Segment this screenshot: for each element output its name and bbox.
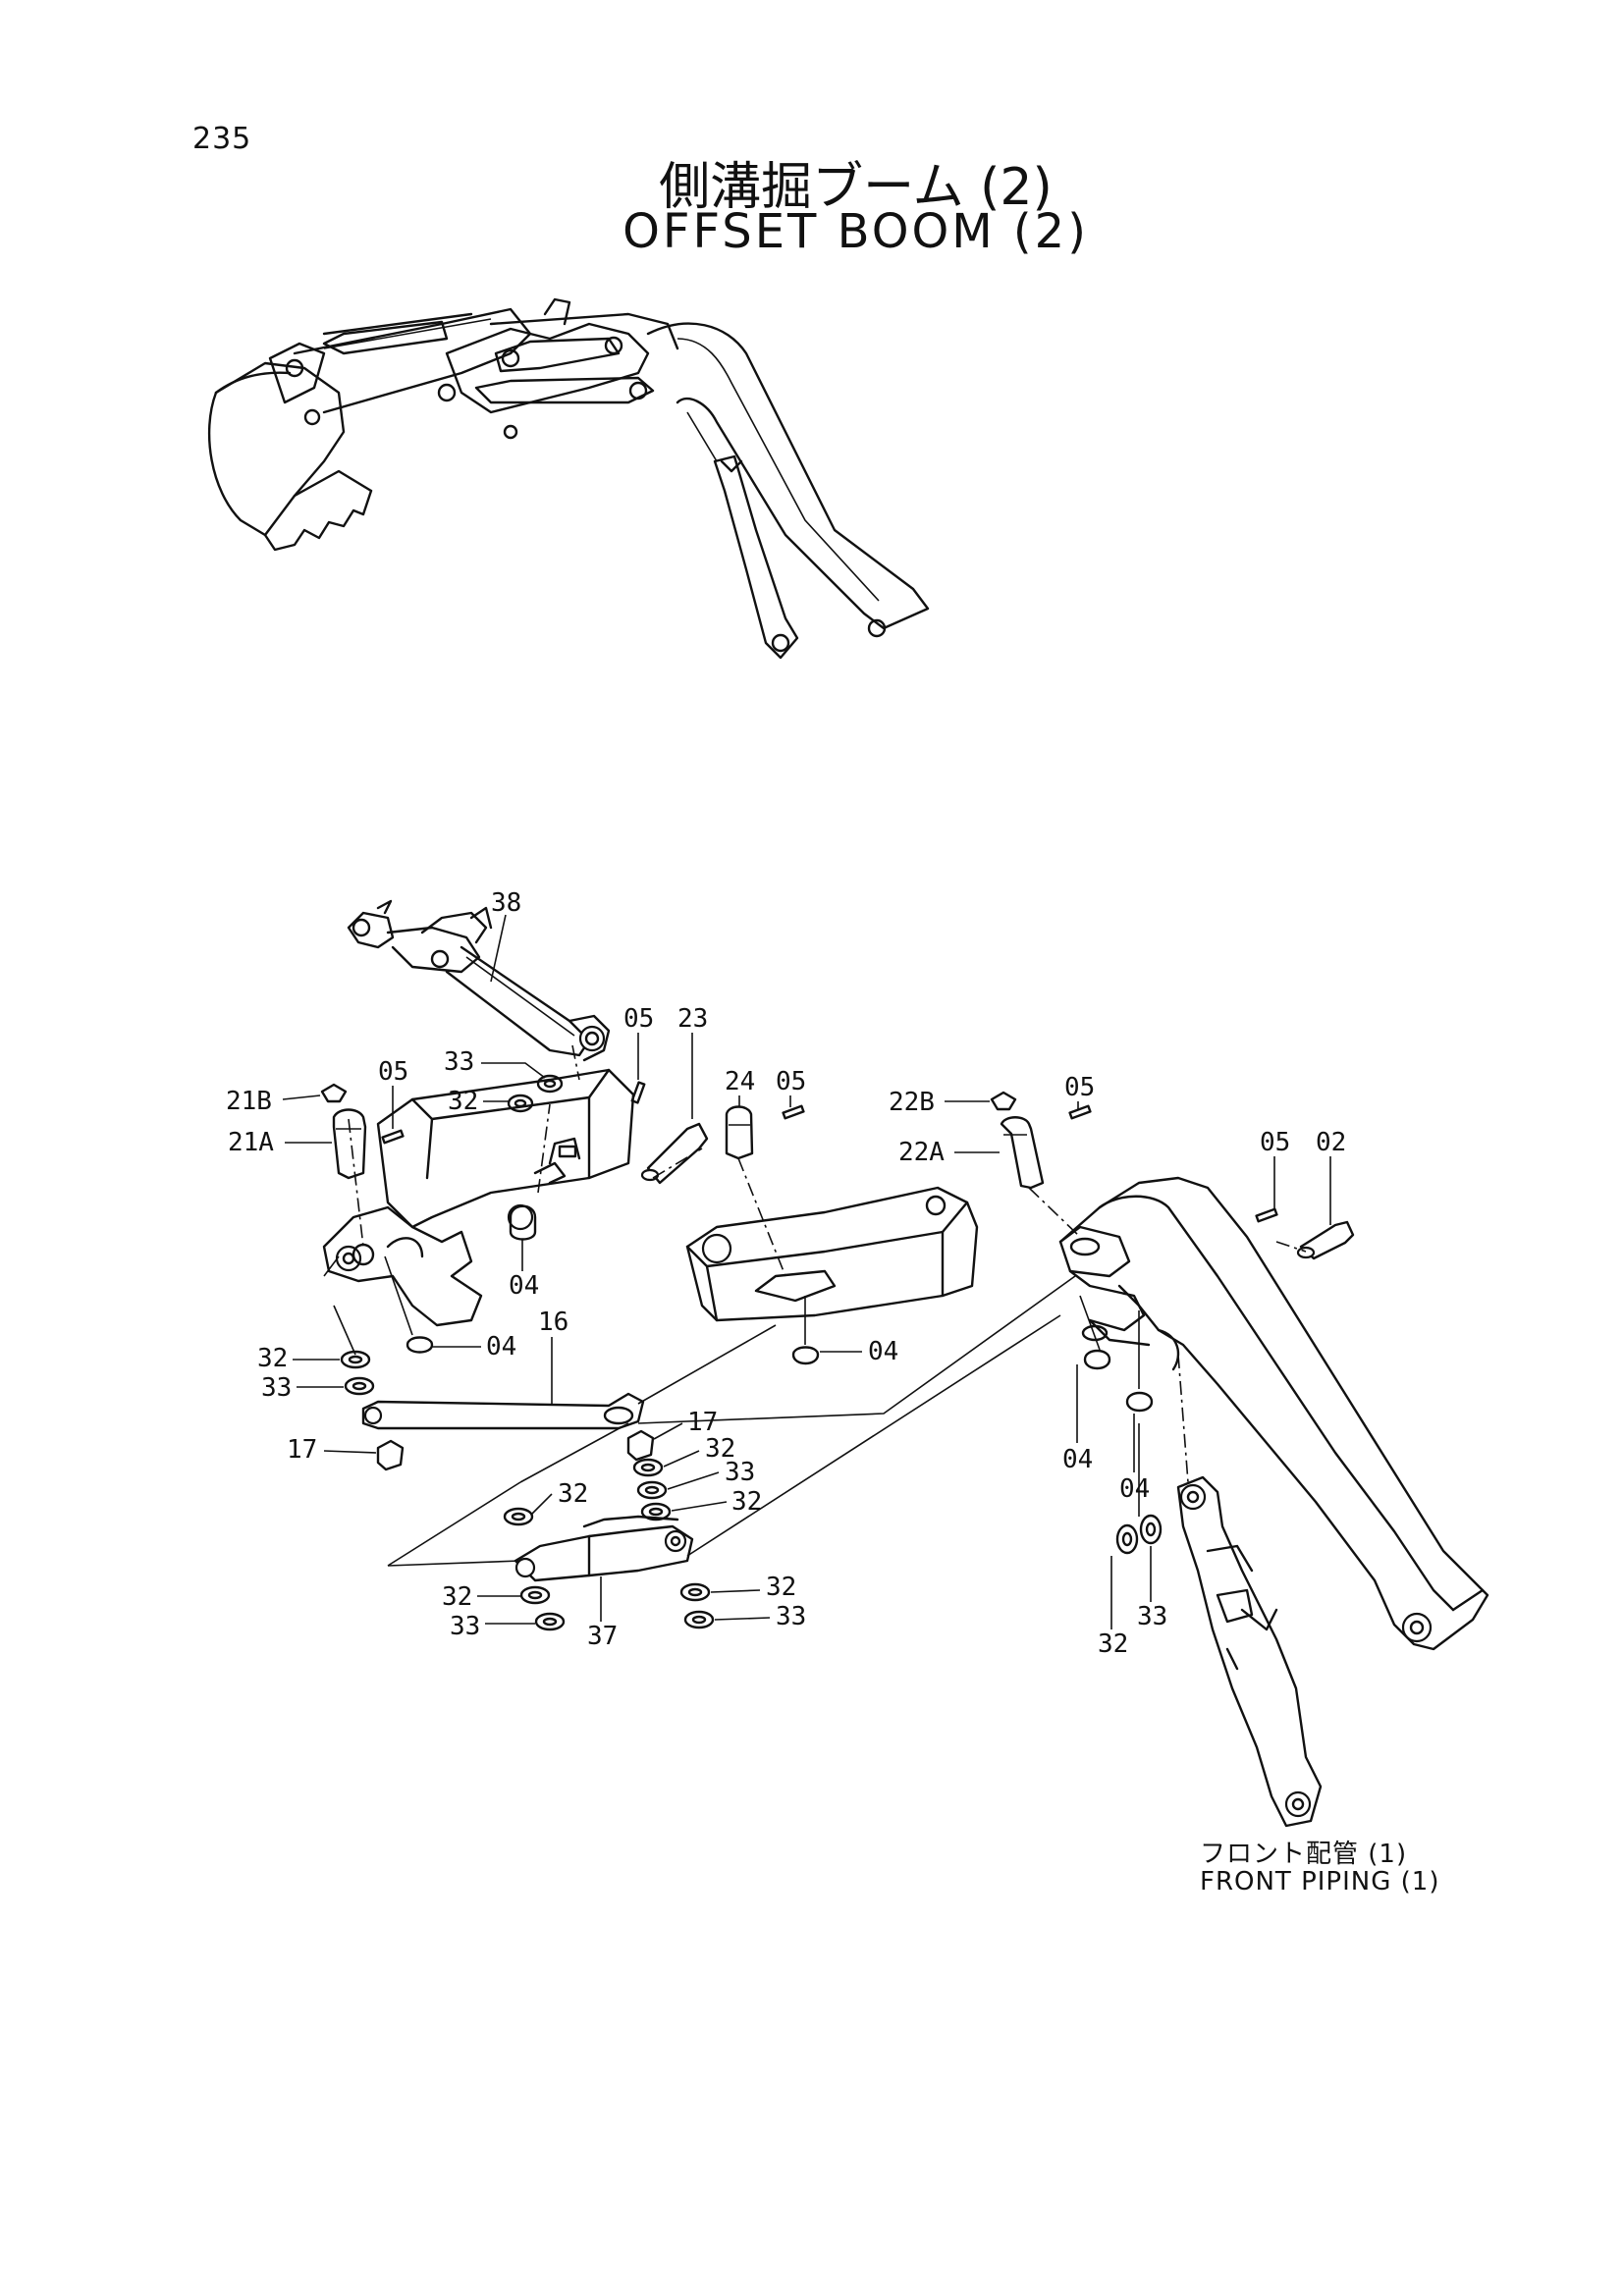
callout-32-upper-37: 32	[558, 1479, 588, 1509]
callout-04-center: 04	[868, 1337, 898, 1366]
page-title-japanese: 側溝掘ブーム (2)	[659, 158, 1053, 217]
part-38-offset-cylinder	[347, 899, 611, 1062]
overview-excavator-front-illustration	[207, 297, 930, 660]
callout-33-left-37: 33	[450, 1612, 480, 1641]
callout-33-piping: 33	[1137, 1602, 1167, 1631]
assembly-centerlines	[333, 1044, 1307, 1567]
callout-04-boom-a: 04	[1062, 1445, 1093, 1474]
boom-right	[1058, 1176, 1489, 1828]
callout-38: 38	[491, 888, 521, 918]
callout-22A: 22A	[898, 1138, 945, 1167]
callout-33-right-37: 33	[776, 1602, 806, 1631]
callout-24: 24	[725, 1067, 755, 1096]
callout-02: 02	[1316, 1128, 1346, 1157]
callout-32-piping: 32	[1098, 1629, 1128, 1659]
callout-05-a: 05	[623, 1004, 654, 1034]
offset-bracket-center	[685, 1186, 979, 1322]
callout-32-left: 32	[257, 1344, 288, 1373]
callout-21A: 21A	[228, 1128, 274, 1157]
callout-04-lower: 04	[486, 1332, 516, 1362]
callout-21B: 21B	[226, 1087, 272, 1116]
part-16-link-rod	[361, 1392, 645, 1430]
callout-05-d: 05	[1064, 1073, 1095, 1102]
callout-05-c: 05	[776, 1067, 806, 1096]
callout-32-left-37: 32	[442, 1582, 472, 1612]
callout-04-boom-b: 04	[1119, 1474, 1150, 1504]
callout-04-left: 04	[509, 1271, 539, 1301]
part-37-link-cylinder	[514, 1515, 694, 1582]
callout-32-right-37: 32	[766, 1573, 796, 1602]
callout-32-mid-a: 32	[705, 1434, 735, 1464]
callout-05-b: 05	[378, 1057, 408, 1087]
page-number: 235	[192, 122, 252, 156]
reference-note-japanese: フロント配管 (1)	[1200, 1840, 1408, 1869]
callout-33-top: 33	[444, 1047, 474, 1077]
callout-37: 37	[587, 1622, 618, 1651]
callouts: 38 05 23 33 32 21B 05 21A 24 05 22B 05	[226, 888, 1346, 1659]
reference-note-english: FRONT PIPING (1)	[1200, 1867, 1440, 1896]
offset-bracket-left	[322, 1068, 635, 1327]
page-title-english: OFFSET BOOM (2)	[622, 204, 1089, 259]
callout-33-left: 33	[261, 1373, 292, 1403]
callout-33-mid: 33	[725, 1458, 755, 1487]
callout-32-mid-b: 32	[731, 1487, 762, 1517]
callout-17-left: 17	[287, 1435, 317, 1465]
callout-17-right: 17	[687, 1408, 718, 1437]
pins-and-washers	[320, 1074, 1355, 1631]
callout-32-top: 32	[448, 1087, 478, 1116]
callout-16: 16	[538, 1308, 568, 1337]
callout-05-e: 05	[1260, 1128, 1290, 1157]
callout-22B: 22B	[889, 1088, 935, 1117]
callout-23: 23	[677, 1004, 708, 1034]
